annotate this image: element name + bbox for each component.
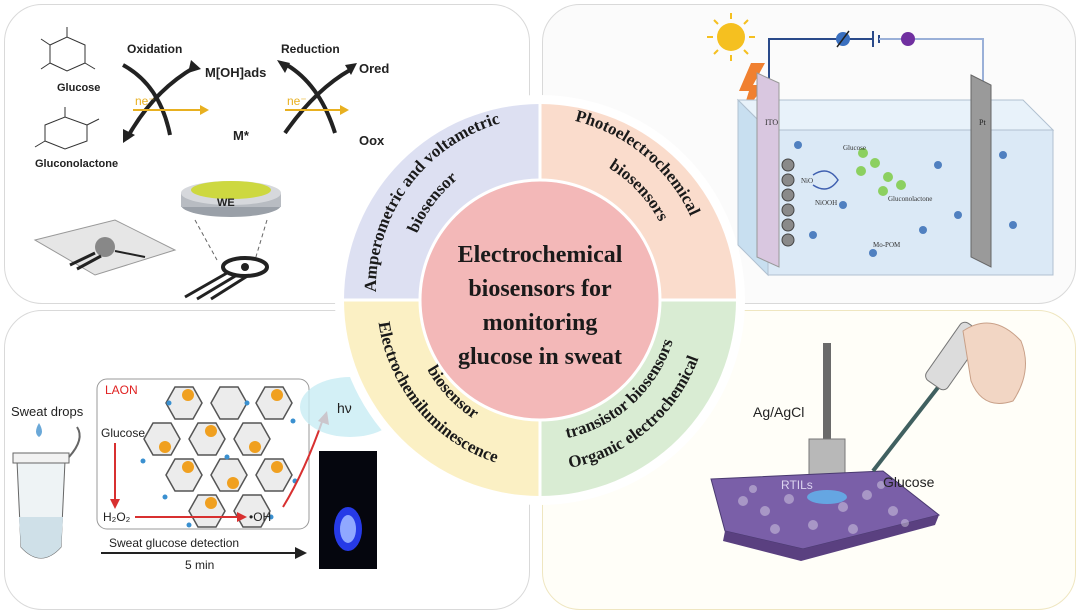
hv-label: hν: [337, 400, 352, 416]
redox-cycle-arrow: [812, 170, 839, 190]
rtils-label: RTILs: [781, 478, 813, 492]
h2o2-label: H₂O₂: [103, 510, 131, 524]
working-electrode: [181, 181, 281, 217]
ito-label: ITO: [765, 118, 778, 127]
ammeter-needle: [836, 30, 850, 48]
pipette-tip: [871, 379, 945, 473]
mo-pom-spheres: [794, 141, 1017, 257]
oh-label: •OH: [249, 510, 271, 524]
glucose-label: Glucose: [57, 82, 100, 94]
gluconolactone-molecule: [34, 107, 100, 150]
ecl-glucose-label: Glucose: [101, 426, 145, 440]
reduction-arrow-down: [285, 63, 337, 134]
ag-agcl-label: Ag/AgCl: [753, 404, 804, 420]
glucose-spheres: [856, 148, 906, 196]
pec-gluconolactone-label: Gluconolactone: [888, 195, 932, 203]
center-circle: [418, 178, 662, 422]
blue-dots: [140, 400, 298, 528]
time-label: 5 min: [185, 558, 214, 572]
niooh-label: NiOOH: [815, 199, 837, 207]
gluconolactone-label: Gluconolactone: [35, 158, 118, 170]
red-arrowhead-right: [237, 512, 247, 522]
red-arrowhead-down: [110, 499, 120, 509]
sweat-drop-icon: [36, 423, 42, 437]
zoom-line-left: [194, 219, 218, 261]
mo-pom-label: Mo-POM: [873, 241, 901, 249]
m-oh-ads: M[OH]ads: [205, 65, 266, 80]
oxidation-arrow-up: [128, 65, 196, 135]
electron-arrowhead-left: [200, 105, 209, 115]
electrode-traces: [184, 256, 269, 301]
photoelectrochemical-illustration: ITO Pt Glucose NiO NiOOH Gluconolactone …: [707, 13, 1055, 277]
glucose-molecule: [40, 27, 96, 72]
we-label: WE: [217, 197, 235, 209]
oect-glucose-label: Glucose: [883, 474, 935, 490]
nio-label: NiO: [801, 177, 813, 185]
o-ox: Oox: [359, 133, 385, 148]
glowing-vial-core: [340, 515, 356, 543]
center-title-line-1: Electrochemical: [458, 242, 623, 268]
arrowhead-3: [277, 60, 290, 73]
detection-arrowhead: [295, 547, 307, 559]
arrowhead-2: [123, 129, 135, 143]
electron-arrowhead-right: [340, 105, 349, 115]
oxidation-arrow-down: [122, 63, 172, 136]
rtil-droplet: [807, 490, 847, 504]
nanoparticle-dots: [159, 389, 283, 509]
pt-electrode: [970, 74, 992, 268]
laon-label: LAON: [105, 383, 138, 397]
reduction-arrow-up: [283, 68, 351, 135]
oect-illustration: Ag/AgCl RTILs Glucose: [710, 321, 1026, 561]
sample-tube: [12, 426, 81, 559]
center-title-line-3: monitoring: [483, 310, 598, 336]
oxidation-label: Oxidation: [127, 42, 182, 56]
center-title-line-4: glucose in sweat: [458, 344, 622, 370]
sun-icon: [707, 13, 755, 61]
center-title-line-2: biosensors for: [468, 276, 612, 302]
detection-label: Sweat glucose detection: [109, 536, 239, 550]
arrowhead-4: [345, 63, 357, 75]
electrode-rod: [823, 343, 831, 443]
substrate-edge: [723, 515, 939, 561]
sensor-chip: [33, 219, 177, 276]
electron-label-left: ne⁻: [135, 94, 155, 108]
hand: [962, 322, 1026, 404]
electron-icon: [901, 32, 915, 46]
reduction-label: Reduction: [281, 42, 340, 56]
substrate-pores: [738, 481, 909, 534]
pt-label: Pt: [979, 118, 986, 127]
electrode-body: [808, 438, 846, 476]
m-star: M*: [233, 128, 250, 143]
pec-glucose-label: Glucose: [843, 144, 866, 152]
arrowhead-1: [188, 60, 201, 73]
electron-label-right: ne⁻: [287, 94, 307, 108]
nio-particles: [781, 158, 795, 247]
ito-electrode: [756, 72, 780, 268]
amperometric-illustration: Glucose Gluconolactone Oxidation ne⁻ M[O…: [33, 27, 389, 301]
ecl-illustration: Sweat drops LAON: [11, 377, 400, 572]
sweat-drops-label: Sweat drops: [11, 404, 84, 419]
o-red: Ored: [359, 61, 389, 76]
